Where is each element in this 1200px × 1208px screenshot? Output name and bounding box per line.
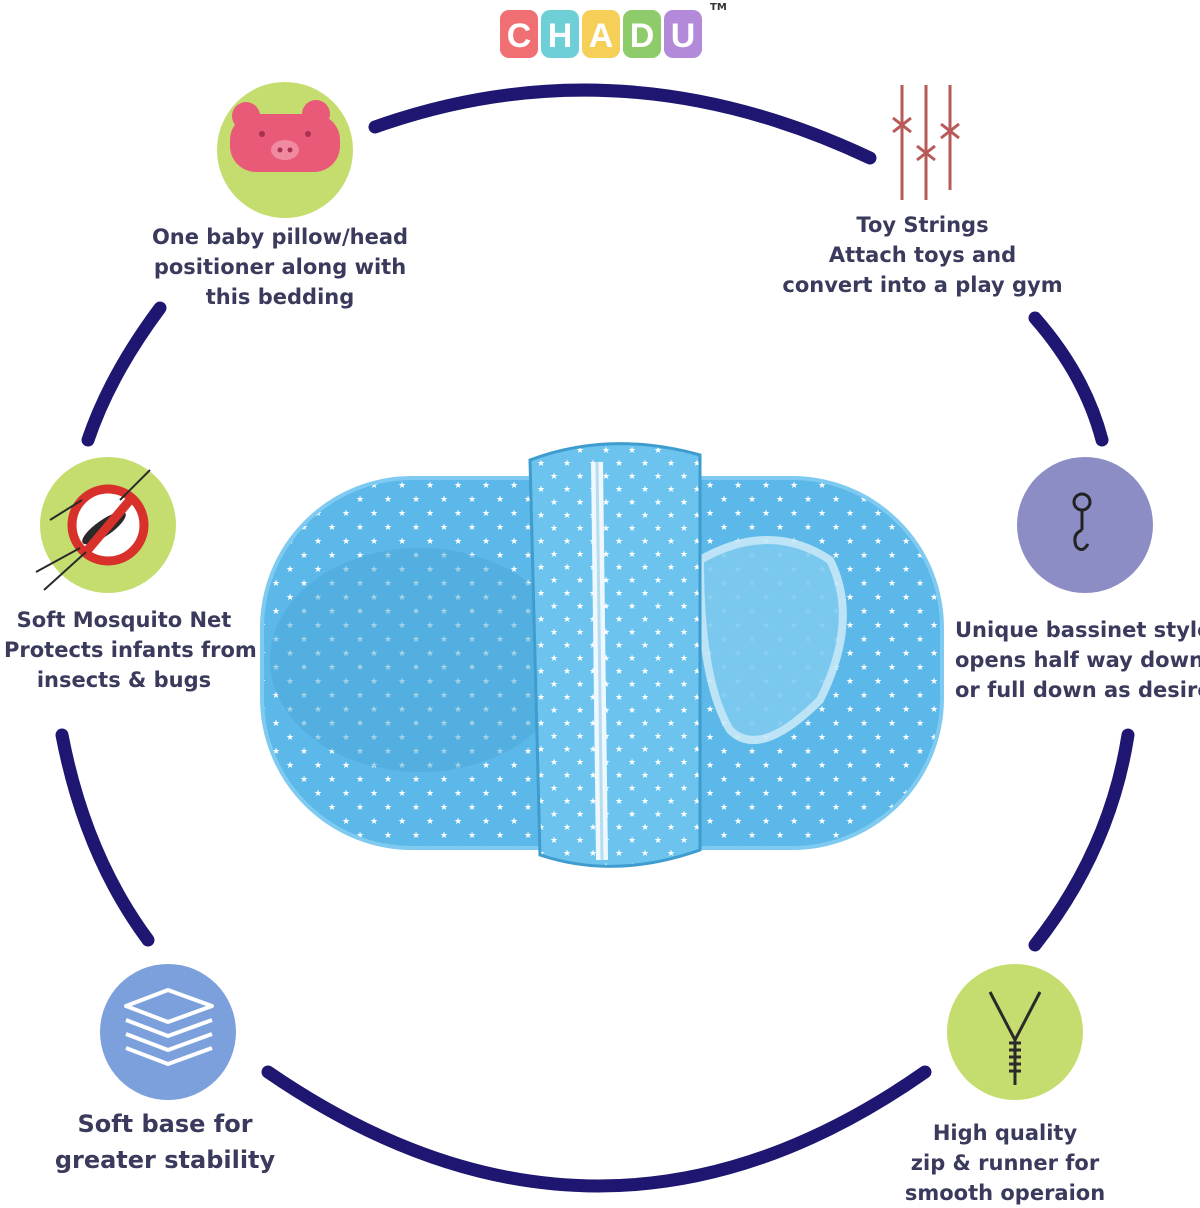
ring-arc-upper-left xyxy=(81,301,167,447)
caption-line: Soft Mosquito Net xyxy=(16,608,232,632)
pillow-feature-icon xyxy=(217,82,353,218)
logo-letter: H xyxy=(548,17,573,55)
logo-letter: D xyxy=(630,17,655,55)
baby-bedding-product-image xyxy=(260,442,944,868)
trademark-mark: TM xyxy=(710,2,727,13)
zip-feature-icon xyxy=(947,964,1083,1100)
caption-line: smooth operaion xyxy=(904,1181,1106,1205)
mosquito-feature-icon xyxy=(35,457,176,593)
caption-line: insects & bugs xyxy=(36,668,212,692)
soft-base-feature-icon xyxy=(100,964,236,1100)
caption-line: greater stability xyxy=(54,1146,276,1174)
caption-mosquito: Soft Mosquito Net Protects infants from … xyxy=(4,605,257,695)
toy-strings-icon xyxy=(892,85,960,200)
pig-pillow-icon xyxy=(230,100,340,172)
caption-zip: High quality zip & runner for smooth ope… xyxy=(885,1118,1125,1208)
logo-letter: A xyxy=(589,17,614,55)
caption-line: opens half way down xyxy=(955,648,1200,672)
ring-arc-lower-right xyxy=(1028,728,1135,952)
caption-line: Soft base for xyxy=(77,1110,253,1138)
caption-line: High quality xyxy=(932,1121,1078,1145)
logo-letter: U xyxy=(671,17,696,55)
caption-line: convert into a play gym xyxy=(782,273,1063,297)
caption-line: Protects infants from xyxy=(4,638,257,662)
hook-icon xyxy=(1072,492,1092,551)
caption-line: Attach toys and xyxy=(828,243,1017,267)
caption-line: positioner along with xyxy=(153,255,407,279)
ring-arc-upper-right xyxy=(1028,311,1109,447)
caption-line: Toy Strings xyxy=(856,213,989,237)
ring-arc-lower-left xyxy=(55,728,155,947)
logo-tile-d xyxy=(623,10,661,58)
caption-bassinet: Unique bassinet style opens half way dow… xyxy=(955,615,1200,705)
caption-soft-base: Soft base for greater stability xyxy=(40,1106,290,1178)
logo-tile-u xyxy=(664,10,702,58)
logo-tile-h xyxy=(541,10,579,58)
ring-arc-bottom xyxy=(261,1065,932,1193)
logo-tile-a xyxy=(582,10,620,58)
layers-icon xyxy=(124,988,214,1066)
caption-line: Unique bassinet style xyxy=(955,618,1200,642)
caption-line: or full down as desired xyxy=(955,678,1200,702)
ring-arc-top xyxy=(368,83,877,165)
logo-letter: C xyxy=(507,17,532,55)
caption-line: this bedding xyxy=(205,285,355,309)
brand-logo: C H A D U xyxy=(500,10,702,58)
caption-line: One baby pillow/head xyxy=(151,225,409,249)
zipper-icon xyxy=(988,991,1042,1085)
caption-pillow: One baby pillow/head positioner along wi… xyxy=(140,222,420,312)
caption-line: zip & runner for xyxy=(910,1151,1100,1175)
logo-tile-c xyxy=(500,10,538,58)
caption-toy-strings: Toy Strings Attach toys and convert into… xyxy=(780,210,1065,300)
no-mosquito-icon xyxy=(35,469,151,591)
bassinet-feature-icon xyxy=(1017,457,1153,593)
